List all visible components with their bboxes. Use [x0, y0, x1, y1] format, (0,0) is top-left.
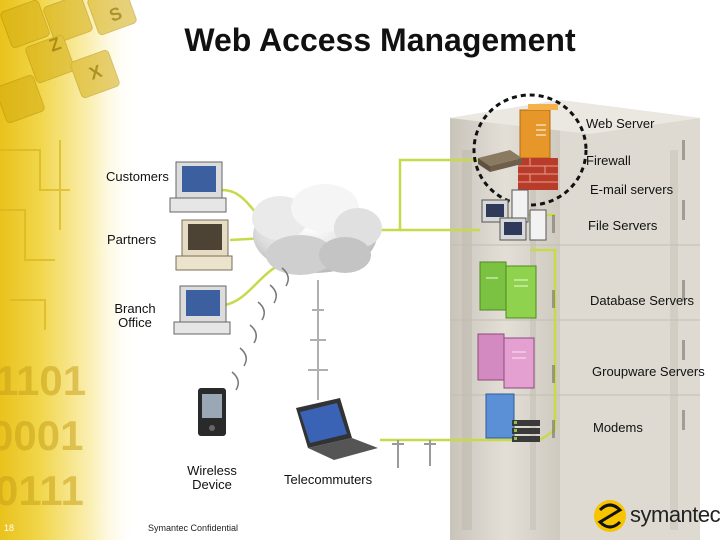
wireless-device-label-line1: Wireless [187, 463, 237, 478]
confidential-notice: Symantec Confidential [148, 523, 239, 533]
highlight-circle [472, 93, 588, 207]
web-server-icon [519, 104, 558, 159]
groupware-server-icon [477, 333, 535, 389]
email-servers-label: E-mail servers [590, 182, 674, 197]
svg-text:1101: 1101 [0, 357, 86, 404]
branch-office-label: Branch Office [110, 302, 160, 330]
symantec-logo-mark [594, 500, 626, 532]
wireless-wave-icon [231, 267, 289, 391]
email-server-icon [481, 189, 529, 223]
telephone-pole-icon [392, 440, 436, 468]
web-server-label: Web Server [586, 116, 655, 131]
wireless-device-label: Wireless Device [180, 464, 244, 492]
svg-text:0001: 0001 [0, 412, 83, 459]
svg-text:0111: 0111 [0, 467, 84, 514]
radio-tower-icon [308, 280, 328, 400]
pda-icon [198, 388, 226, 436]
customers-label: Customers [106, 169, 169, 184]
customer-computer-icon [169, 161, 227, 213]
database-server-icon [479, 261, 537, 319]
wireless-device-label-line2: Device [192, 477, 232, 492]
database-servers-label: Database Servers [590, 293, 695, 308]
modems-label: Modems [593, 420, 643, 435]
firewall-icon [518, 158, 558, 190]
partners-label: Partners [107, 232, 157, 247]
file-server-icon [499, 209, 547, 241]
page-title: Web Access Management [184, 22, 576, 58]
branch-office-computer-icon [173, 285, 231, 335]
modem-icon [485, 393, 540, 442]
partner-computer-icon [175, 219, 233, 271]
symantec-logo-text: symantec. [630, 502, 720, 527]
file-servers-label: File Servers [588, 218, 658, 233]
groupware-servers-label: Groupware Servers [592, 364, 705, 379]
branch-office-label-line1: Branch [114, 301, 156, 316]
internet-cloud-icon [252, 184, 382, 275]
laptop-icon [296, 398, 378, 460]
telecommuters-label: Telecommuters [284, 472, 373, 487]
router-icon [478, 150, 522, 172]
firewall-label: Firewall [586, 153, 631, 168]
page-number: 18 [4, 523, 15, 533]
branch-office-label-line2: Office [118, 315, 152, 330]
